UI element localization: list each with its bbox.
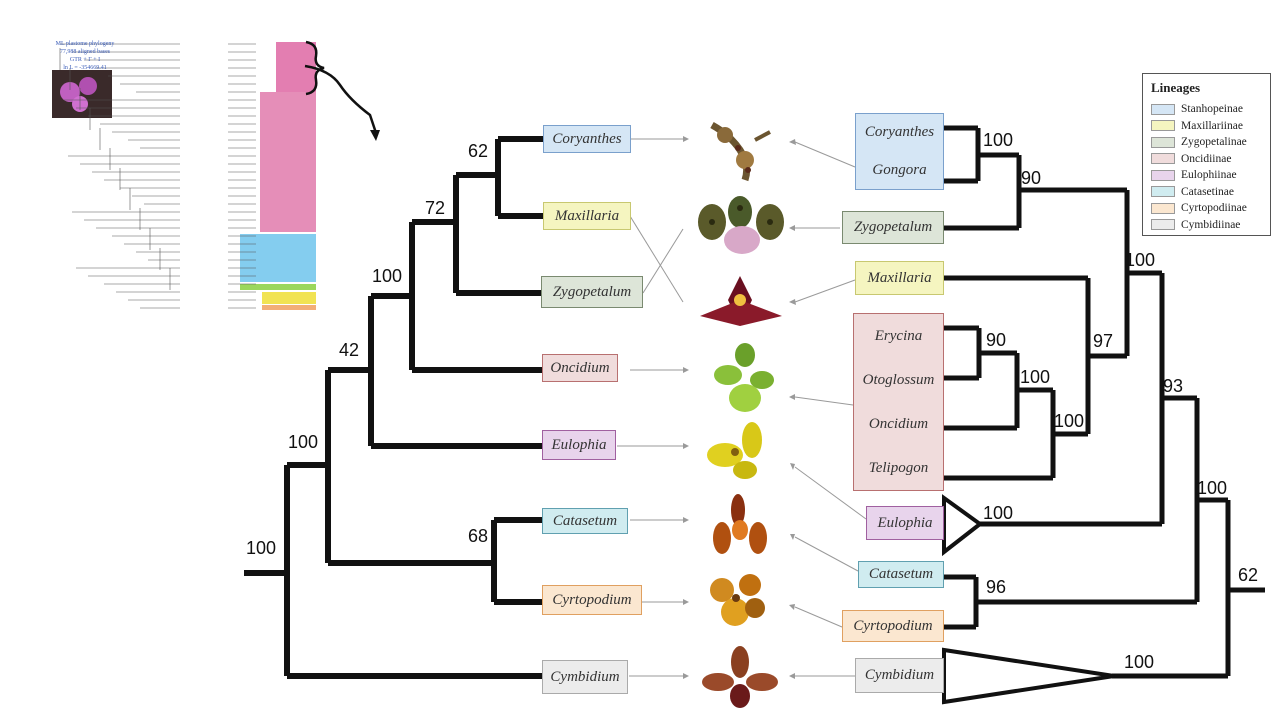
legend-label: Zygopetalinae [1181, 136, 1247, 149]
left-support-catasetum-cyrtopodium: 68 [468, 526, 489, 546]
legend-label: Oncidiinae [1181, 152, 1232, 165]
legend-item: Eulophiinae [1151, 167, 1262, 184]
right-support-catasetum-cyrtopodium: 96 [986, 577, 1007, 597]
left-tree [244, 136, 545, 679]
left-taxon-oncidium: Oncidium [542, 354, 618, 382]
right-group-cymbidiinae: Cymbidium [855, 658, 944, 693]
right-support-oncidium-clade: 100 [1020, 367, 1051, 387]
flower-zygopetalum-icon [698, 196, 784, 254]
legend-label: Maxillariinae [1181, 119, 1243, 132]
legend-label: Cymbidiinae [1181, 218, 1241, 231]
flower-cymbidium-icon [702, 646, 778, 708]
legend-item: Cymbidiinae [1151, 217, 1262, 234]
left-taxon-cyrtopodium: Cyrtopodium [542, 585, 642, 615]
flower-cyrtopodium-icon [710, 574, 765, 626]
inset-tree-lines [59, 43, 256, 309]
right-group-stanhopeinae: Coryanthes Gongora [855, 113, 944, 190]
left-taxon-cymbidium: Cymbidium [542, 660, 628, 694]
right-group-cyrtopodiinae: Cyrtopodium [842, 610, 944, 642]
right-support-maxillaria-oncidiinae: 97 [1093, 331, 1114, 351]
legend-swatch [1151, 169, 1175, 181]
legend-item: Stanhopeinae [1151, 101, 1262, 118]
inset-phylogeny [52, 40, 380, 310]
arrowheads [683, 136, 796, 679]
right-group-oncidiinae: Erycina Otoglossum Oncidium Telipogon [853, 313, 944, 491]
right-group-eulophiinae: Eulophia [866, 506, 944, 540]
right-support-telipogon-clade: 100 [1054, 411, 1085, 431]
legend-label: Cyrtopodiinae [1181, 202, 1247, 215]
legend-title: Lineages [1151, 80, 1201, 95]
right-group-catasetinae: Catasetum [858, 561, 944, 588]
right-support-93: 93 [1163, 376, 1184, 396]
right-support-100-lower: 100 [1197, 478, 1228, 498]
left-taxon-coryanthes: Coryanthes [543, 125, 631, 153]
legend-swatch [1151, 186, 1175, 198]
flower-coryanthes-icon [710, 121, 771, 182]
flower-catasetum-icon [713, 494, 767, 554]
left-support-oncidium: 100 [372, 266, 403, 286]
eulophia-collapsed-clade [942, 494, 984, 557]
legend-label: Stanhopeinae [1181, 103, 1243, 116]
left-taxon-maxillaria: Maxillaria [543, 202, 631, 230]
legend-swatch [1151, 103, 1175, 115]
left-taxon-eulophia: Eulophia [542, 430, 616, 460]
right-support-zygopetalinae: 90 [1021, 168, 1042, 188]
legend-swatch [1151, 202, 1175, 214]
legend-label: Eulophiinae [1181, 169, 1237, 182]
legend-item: Cyrtopodiinae [1151, 200, 1262, 217]
left-support-inner-root: 100 [288, 432, 319, 452]
right-support-root: 62 [1238, 565, 1259, 585]
cymbidium-collapsed-clade [942, 647, 1115, 705]
right-support-cymbidium: 100 [1124, 652, 1155, 672]
inset-title: ML plastome phylogeny 77,988 aligned bas… [55, 41, 115, 71]
left-support-root: 100 [246, 538, 277, 558]
left-taxon-catasetum: Catasetum [542, 508, 628, 534]
legend-item: Maxillariinae [1151, 118, 1262, 135]
legend-item: Oncidiinae [1151, 151, 1262, 168]
left-support-eulophia: 42 [339, 340, 360, 360]
right-support-upper-clade: 100 [1125, 250, 1156, 270]
flower-oncidium-icon [714, 343, 774, 412]
left-support-coryanthes-maxillaria: 62 [468, 141, 489, 161]
flower-maxillaria-icon [700, 276, 782, 326]
legend-swatch [1151, 120, 1175, 132]
right-support-eulophia: 100 [983, 503, 1014, 523]
legend-swatch [1151, 219, 1175, 231]
legend-swatch [1151, 136, 1175, 148]
legend-item: Zygopetalinae [1151, 134, 1262, 151]
right-support-erycina-otoglossum: 90 [986, 330, 1007, 350]
connector-lines [617, 138, 867, 677]
legend-label: Catasetinae [1181, 185, 1235, 198]
left-taxon-zygopetalum: Zygopetalum [541, 276, 643, 308]
right-tree [944, 125, 1265, 679]
flower-eulophia-icon [707, 422, 762, 479]
legend-item: Catasetinae [1151, 184, 1262, 201]
right-group-maxillariinae: Maxillaria [855, 261, 944, 295]
inset-clade-orchidoideae [240, 234, 316, 282]
inset-bracket [305, 40, 325, 96]
left-support-zygopetalum: 72 [425, 198, 446, 218]
right-group-zygopetalinae: Zygopetalum [842, 211, 944, 244]
legend-swatch [1151, 153, 1175, 165]
right-support-stanhopeinae: 100 [983, 130, 1014, 150]
